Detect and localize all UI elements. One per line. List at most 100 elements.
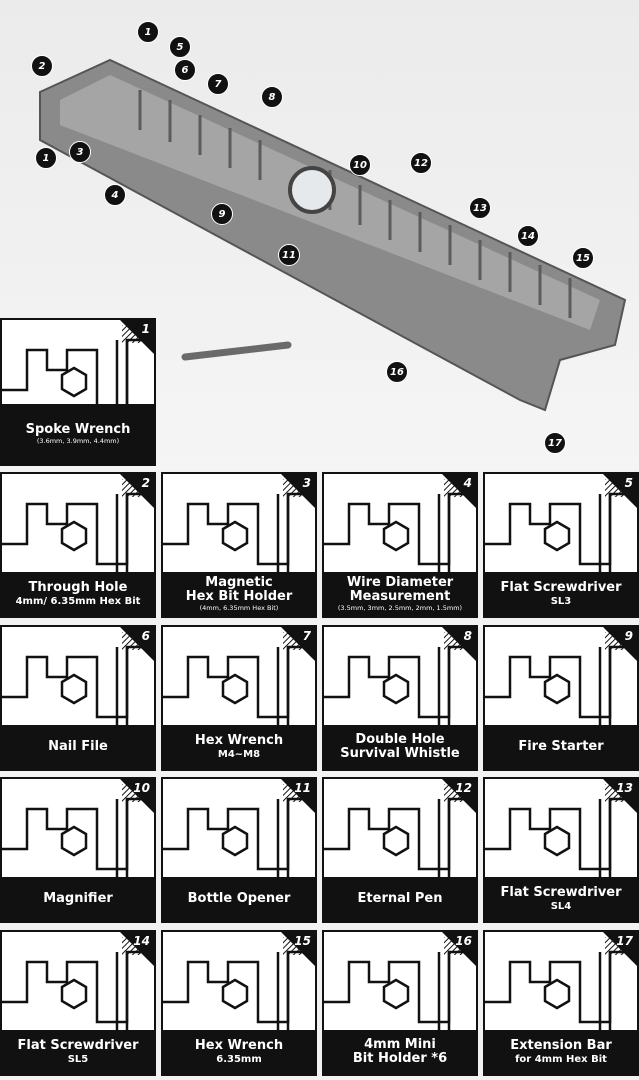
number-corner <box>602 932 637 967</box>
number-corner <box>280 474 315 509</box>
feature-title: 4mm Mini <box>364 1036 436 1052</box>
number-corner <box>602 474 637 509</box>
callout-12: 12 <box>410 152 432 174</box>
feature-subtitle: for 4mm Hex Bit <box>515 1053 607 1065</box>
callout-13: 13 <box>469 197 491 219</box>
feature-subtitle: M4~M8 <box>217 748 261 760</box>
feature-number: 13 <box>616 781 633 795</box>
feature-title: Bit Holder *6 <box>352 1051 448 1066</box>
feature-subtitle: (4mm, 6.35mm Hex Bit) <box>199 603 279 612</box>
feature-number: 14 <box>133 934 150 948</box>
feature-title: Flat Screwdriver <box>500 580 622 596</box>
callout-2: 2 <box>31 55 53 77</box>
feature-number: 10 <box>133 781 150 795</box>
feature-number: 12 <box>455 781 472 795</box>
callout-16: 16 <box>386 361 408 383</box>
number-corner <box>119 320 154 355</box>
feature-number: 17 <box>616 934 633 948</box>
callout-7: 7 <box>207 73 229 95</box>
feature-title: Extension Bar <box>510 1038 612 1054</box>
feature-label: Bottle Opener <box>163 877 315 921</box>
feature-number: 8 <box>463 629 472 643</box>
number-corner <box>602 779 637 814</box>
number-corner <box>280 779 315 814</box>
number-corner <box>280 932 315 967</box>
feature-subtitle: SL3 <box>550 595 572 607</box>
feature-number: 15 <box>294 934 311 948</box>
number-corner <box>119 779 154 814</box>
number-corner <box>441 627 476 662</box>
feature-number: 2 <box>141 476 150 490</box>
callout-3: 3 <box>69 141 91 163</box>
number-corner <box>441 932 476 967</box>
feature-title: Spoke Wrench <box>25 422 131 438</box>
feature-title: Flat Screwdriver <box>17 1038 139 1054</box>
feature-label: Fire Starter <box>485 725 637 769</box>
callout-10: 10 <box>349 154 371 176</box>
multitool-image <box>39 58 627 412</box>
callout-15: 15 <box>572 247 594 269</box>
feature-title: Double Hole <box>355 731 445 747</box>
feature-subtitle: SL5 <box>67 1053 89 1065</box>
feature-number: 5 <box>624 476 633 490</box>
number-corner <box>119 932 154 967</box>
callout-1: 1 <box>137 21 159 43</box>
feature-title: Magnetic <box>205 575 273 591</box>
feature-title: Hex Bit Holder <box>185 589 293 605</box>
feature-number: 3 <box>302 476 311 490</box>
number-corner <box>602 627 637 662</box>
feature-label: Eternal Pen <box>324 877 476 921</box>
feature-title: Magnifier <box>43 890 113 906</box>
callout-8: 8 <box>261 86 283 108</box>
feature-title: Through Hole <box>28 580 128 596</box>
feature-title: Fire Starter <box>518 738 604 754</box>
feature-number: 11 <box>294 781 311 795</box>
callout-4: 4 <box>104 184 126 206</box>
callout-17: 17 <box>544 432 566 454</box>
feature-subtitle: (3.6mm, 3.9mm, 4.4mm) <box>36 436 120 445</box>
feature-number: 9 <box>624 629 633 643</box>
number-corner <box>119 474 154 509</box>
feature-number: 1 <box>141 322 150 336</box>
callout-14: 14 <box>517 225 539 247</box>
feature-label: Magnifier <box>2 877 154 921</box>
callout-9: 9 <box>211 203 233 225</box>
number-corner <box>441 474 476 509</box>
feature-number: 4 <box>463 476 472 490</box>
feature-title: Hex Wrench <box>194 733 284 749</box>
feature-number: 7 <box>302 629 311 643</box>
feature-subtitle: 6.35mm <box>216 1053 262 1065</box>
feature-number: 16 <box>455 934 472 948</box>
feature-title: Measurement <box>349 589 451 605</box>
number-corner <box>280 627 315 662</box>
feature-number: 6 <box>141 629 150 643</box>
feature-title: Flat Screwdriver <box>500 885 622 901</box>
number-corner <box>119 627 154 662</box>
number-corner <box>441 779 476 814</box>
feature-title: Nail File <box>48 738 108 754</box>
feature-title: Survival Whistle <box>340 746 460 761</box>
